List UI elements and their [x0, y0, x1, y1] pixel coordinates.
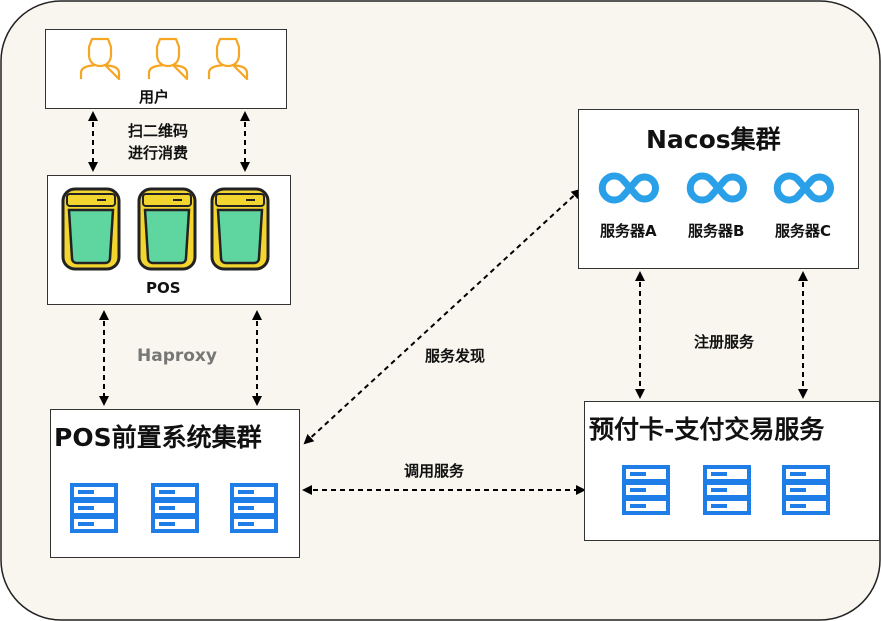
edge-user-pos-label-line1: 扫二维码	[128, 122, 189, 140]
nacos-server-a-label: 服务器A	[600, 222, 657, 240]
user-icon	[143, 35, 193, 81]
nacos-icon	[593, 170, 669, 206]
edge-pos-front-label: Haproxy	[137, 346, 217, 366]
server-icon	[782, 465, 830, 515]
prepaid-service-title: 预付卡-支付交易服务	[589, 415, 825, 444]
server-icon	[622, 465, 670, 515]
front-cluster-title: POS前置系统集群	[54, 423, 262, 452]
pos-terminal-icon	[60, 186, 122, 272]
edge-user-pos-label-line2: 进行消费	[128, 144, 189, 162]
users-label: 用户	[139, 88, 170, 106]
server-icon	[703, 465, 751, 515]
edge-register-label: 注册服务	[694, 333, 755, 351]
server-icon	[230, 483, 278, 533]
nacos-server-b-label: 服务器B	[688, 222, 745, 240]
nacos-title: Nacos集群	[646, 125, 781, 154]
user-icon	[75, 35, 125, 81]
nacos-icon	[768, 170, 844, 206]
edge-call-label: 调用服务	[404, 462, 465, 480]
edge-discovery-label: 服务发现	[425, 347, 486, 365]
nacos-server-c-label: 服务器C	[775, 222, 832, 240]
server-icon	[151, 483, 199, 533]
user-icon	[203, 35, 253, 81]
nacos-icon	[681, 170, 757, 206]
pos-terminal-icon	[209, 186, 271, 272]
pos-label: POS	[146, 279, 181, 297]
prepaid-service-box	[584, 401, 880, 541]
server-icon	[70, 483, 118, 533]
pos-terminal-icon	[136, 186, 198, 272]
